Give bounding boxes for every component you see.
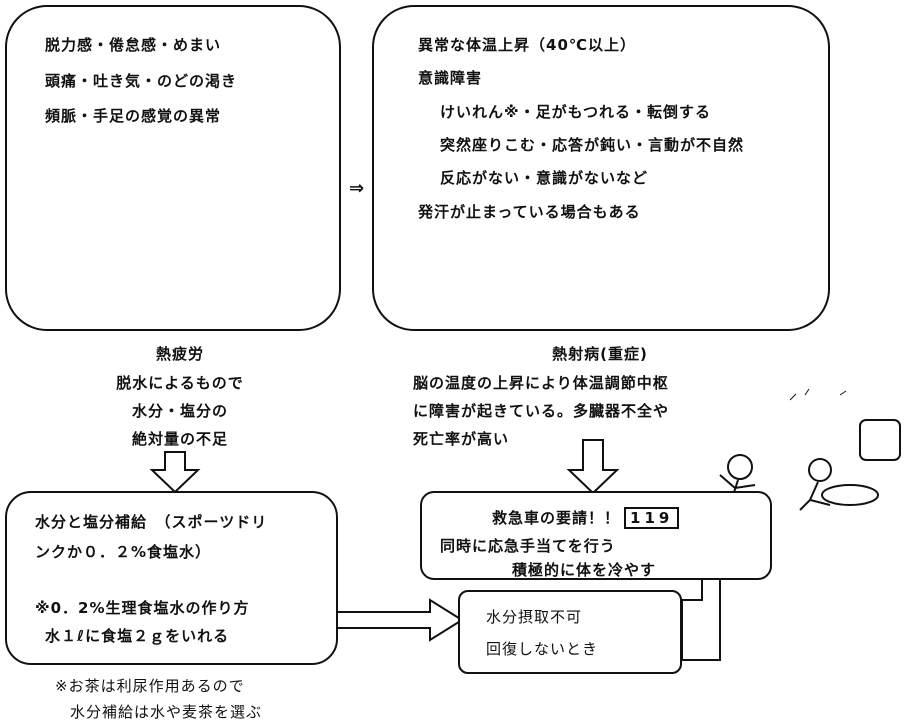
symptom-line: 突然座りこむ・応答が鈍い・言動が不自然 [440, 136, 745, 154]
progression-arrow: ⇒ [349, 178, 366, 199]
emergency-number: 119 [624, 507, 680, 529]
heat-exhaustion-desc: 水分・塩分の [131, 402, 228, 420]
rehydration-line: 水分と塩分補給 （スポーツドリ [35, 513, 268, 531]
no-recovery-box: 水分摂取不可 回復しないとき [458, 590, 682, 674]
symptom-line: けいれん※・足がもつれる・転倒する [440, 103, 711, 121]
recipe-line: 水１ℓに食塩２ｇをいれる [45, 627, 230, 645]
recipe-line: ※0．2%生理食塩水の作り方 [35, 599, 250, 617]
symptom-line: 頭痛・吐き気・のどの渇き [45, 72, 238, 90]
down-arrow-left [149, 451, 201, 494]
ambulance-call: 救急車の要請！！119 [492, 507, 680, 529]
heat-stroke-desc: 脳の温度の上昇により体温調節中枢 [413, 374, 669, 392]
ambulance-call-label: 救急車の要請！！ [492, 509, 621, 527]
heat-exhaustion-title: 熱疲労 [155, 345, 204, 363]
heat-stroke-title: 熱射病(重症) [552, 345, 648, 363]
heat-exhaustion-desc: 絶対量の不足 [131, 430, 228, 448]
helper-figure [789, 388, 901, 511]
heat-stroke-desc: 死亡率が高い [413, 430, 510, 448]
symptom-line: 反応がない・意識がないなど [440, 169, 649, 187]
symptom-line: 脱力感・倦怠感・めまい [45, 36, 222, 54]
emergency-line: 積極的に体を冷やす [512, 561, 657, 579]
heat-exhaustion-symptom-box: 脱力感・倦怠感・めまい 頭痛・吐き気・のどの渇き 頻脈・手足の感覚の異常 [5, 5, 341, 331]
down-arrow-right [566, 439, 620, 495]
tea-note-line: 水分補給は水や麦茶を選ぶ [70, 703, 263, 721]
symptom-line: 意識障害 [418, 69, 483, 87]
symptom-line: 頻脈・手足の感覚の異常 [45, 107, 222, 125]
symptom-line: 異常な体温上昇（40℃以上） [418, 36, 637, 54]
emergency-line: 同時に応急手当てを行う [440, 537, 616, 555]
right-arrow-rehydration [324, 598, 464, 642]
rehydration-box: 水分と塩分補給 （スポーツドリ ンクか０．２%食塩水） ※0．2%生理食塩水の作… [5, 491, 338, 665]
no-recovery-line: 回復しないとき [486, 640, 599, 658]
heat-stroke-desc: に障害が起きている。多臓器不全や [413, 402, 670, 420]
heat-stroke-symptom-box: 異常な体温上昇（40℃以上） 意識障害 けいれん※・足がもつれる・転倒する 突然… [372, 5, 830, 331]
heat-exhaustion-desc: 脱水によるもので [116, 374, 244, 392]
tea-note-line: ※お茶は利尿作用あるので [55, 677, 245, 695]
rehydration-line: ンクか０．２%食塩水） [35, 543, 212, 561]
symptom-line: 発汗が止まっている場合もある [418, 203, 641, 221]
emergency-box: 救急車の要請！！119 同時に応急手当てを行う 積極的に体を冷やす [420, 491, 772, 580]
no-recovery-line: 水分摂取不可 [486, 608, 583, 626]
